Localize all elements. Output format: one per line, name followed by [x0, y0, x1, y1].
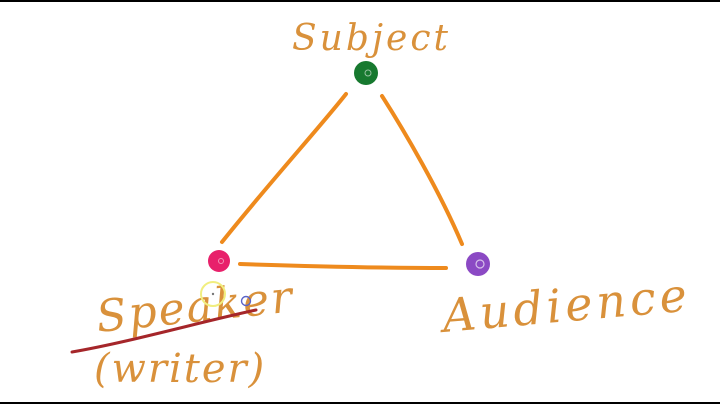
writer-label: (writer)	[94, 346, 266, 392]
cursor-highlight-ring	[200, 281, 226, 307]
cursor-center-dot	[211, 292, 215, 296]
node-subject	[354, 61, 378, 85]
edge-speaker-audience	[238, 262, 448, 270]
edge-subject-audience	[380, 94, 464, 246]
edge-subject-speaker	[220, 92, 348, 244]
node-speaker	[208, 250, 230, 272]
speaker-underline	[70, 308, 258, 354]
node-audience	[466, 252, 490, 276]
speaker-label: Speaker	[94, 271, 298, 343]
subject-label: Subject	[292, 18, 451, 59]
audience-label: Audience	[436, 267, 693, 343]
pointer-dot	[240, 295, 252, 307]
